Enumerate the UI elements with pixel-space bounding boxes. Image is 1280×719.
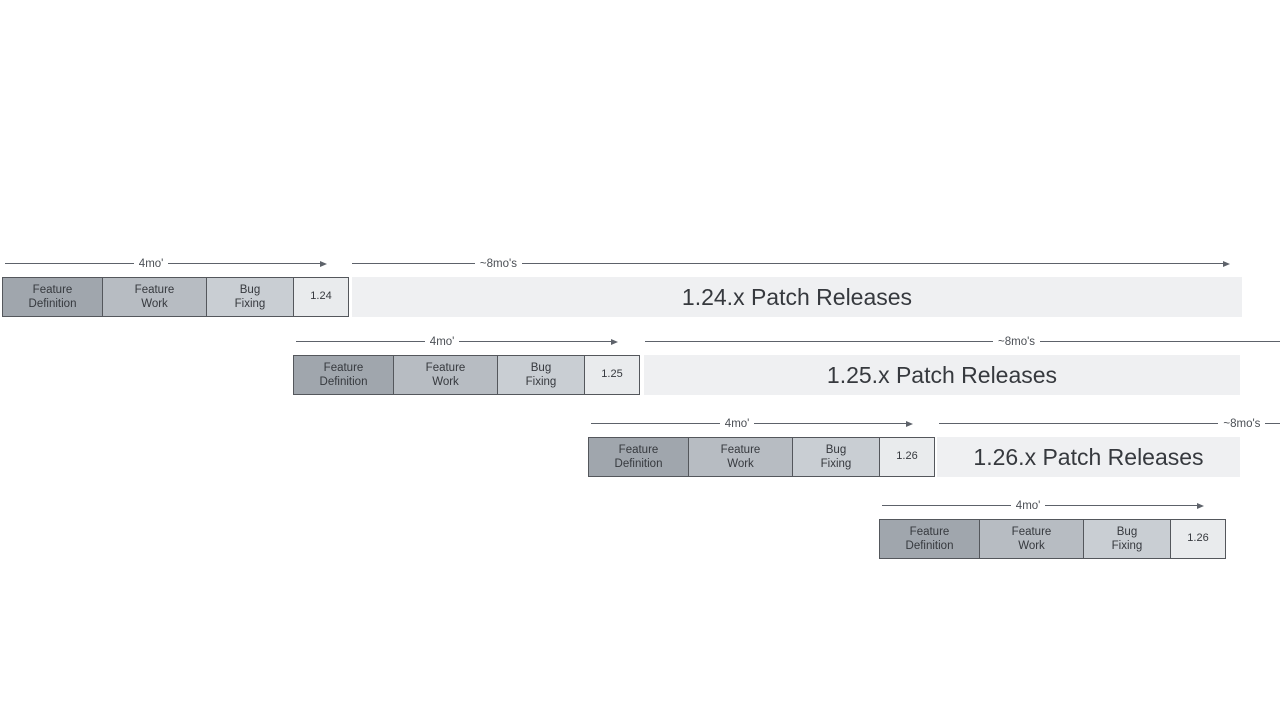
dev-duration-arrow: 4mo' (296, 334, 618, 349)
phase-box-feature-work: Feature Work (688, 437, 793, 477)
phase-box-bug-fixing: Bug Fixing (497, 355, 585, 395)
phase-boxes: Feature Definition Feature Work Bug Fixi… (588, 437, 935, 477)
phase-label-line: Bug (825, 443, 847, 456)
phase-label-line: Work (432, 376, 459, 388)
phase-label-line: Feature (1011, 525, 1052, 538)
dev-duration-label: 4mo' (429, 335, 455, 348)
phase-label-line: Feature (425, 361, 466, 374)
phase-box-bug-fixing: Bug Fixing (206, 277, 294, 317)
phase-label-line: Definition (905, 540, 954, 552)
patch-releases-bar: 1.25.x Patch Releases (644, 355, 1240, 395)
arrow-line (591, 422, 720, 425)
dev-duration-arrow: 4mo' (5, 256, 327, 271)
arrowhead-icon (1197, 502, 1204, 509)
phase-box-feature-definition: Feature Definition (588, 437, 689, 477)
arrow-line (168, 262, 320, 265)
patch-duration-label: ~8mo's (998, 335, 1036, 348)
arrow-line (459, 340, 611, 343)
phase-label-line: Bug (530, 361, 552, 374)
phase-box-feature-work: Feature Work (979, 519, 1084, 559)
arrow-line (1045, 504, 1197, 507)
version-box: 1.26 (879, 437, 935, 477)
patch-releases-bar: 1.24.x Patch Releases (352, 277, 1242, 317)
patch-duration-label: ~8mo's (1223, 417, 1261, 430)
phase-box-feature-definition: Feature Definition (293, 355, 394, 395)
patch-duration-arrow: ~8mo's (645, 334, 1280, 349)
phase-label-line: Feature (32, 283, 73, 296)
phase-label-line: Definition (319, 376, 368, 388)
arrow-line (296, 340, 425, 343)
phase-box-bug-fixing: Bug Fixing (1083, 519, 1171, 559)
phase-box-bug-fixing: Bug Fixing (792, 437, 880, 477)
phase-boxes: Feature Definition Feature Work Bug Fixi… (879, 519, 1226, 559)
phase-box-feature-work: Feature Work (102, 277, 207, 317)
phase-label-line: Feature (909, 525, 950, 538)
arrow-line (1265, 422, 1280, 425)
phase-label-line: Definition (614, 458, 663, 470)
phase-box-feature-definition: Feature Definition (2, 277, 103, 317)
patch-releases-bar: 1.26.x Patch Releases (937, 437, 1240, 477)
arrow-line (939, 422, 1219, 425)
arrow-line (352, 262, 475, 265)
phase-label-line: Fixing (820, 458, 852, 470)
dev-duration-arrow: 4mo' (591, 416, 913, 431)
dev-duration-label: 4mo' (724, 417, 750, 430)
phase-boxes: Feature Definition Feature Work Bug Fixi… (2, 277, 349, 317)
dev-duration-label: 4mo' (1015, 499, 1041, 512)
arrowhead-icon (320, 260, 327, 267)
arrow-line (521, 262, 1223, 265)
phase-boxes: Feature Definition Feature Work Bug Fixi… (293, 355, 640, 395)
phase-label-line: Bug (239, 283, 261, 296)
arrow-line (645, 340, 993, 343)
phase-label-line: Fixing (234, 298, 266, 310)
version-box: 1.26 (1170, 519, 1226, 559)
arrow-line (1040, 340, 1280, 343)
arrow-line (754, 422, 906, 425)
phase-box-feature-definition: Feature Definition (879, 519, 980, 559)
arrow-line (5, 262, 134, 265)
dev-duration-arrow: 4mo' (882, 498, 1204, 513)
version-box: 1.24 (293, 277, 349, 317)
phase-box-feature-work: Feature Work (393, 355, 498, 395)
phase-label-line: Feature (134, 283, 175, 296)
dev-duration-label: 4mo' (138, 257, 164, 270)
phase-label-line: Work (1018, 540, 1045, 552)
patch-duration-label: ~8mo's (479, 257, 517, 270)
arrowhead-icon (1223, 260, 1230, 267)
phase-label-line: Work (727, 458, 754, 470)
phase-label-line: Fixing (525, 376, 557, 388)
patch-duration-arrow: ~8mo's (352, 256, 1230, 271)
phase-label-line: Feature (618, 443, 659, 456)
patch-duration-arrow: ~8mo's (939, 416, 1280, 431)
phase-label-line: Feature (323, 361, 364, 374)
phase-label-line: Work (141, 298, 168, 310)
phase-label-line: Fixing (1111, 540, 1143, 552)
arrow-line (882, 504, 1011, 507)
arrowhead-icon (611, 338, 618, 345)
version-box: 1.25 (584, 355, 640, 395)
phase-label-line: Definition (28, 298, 77, 310)
arrowhead-icon (906, 420, 913, 427)
phase-label-line: Feature (720, 443, 761, 456)
phase-label-line: Bug (1116, 525, 1138, 538)
